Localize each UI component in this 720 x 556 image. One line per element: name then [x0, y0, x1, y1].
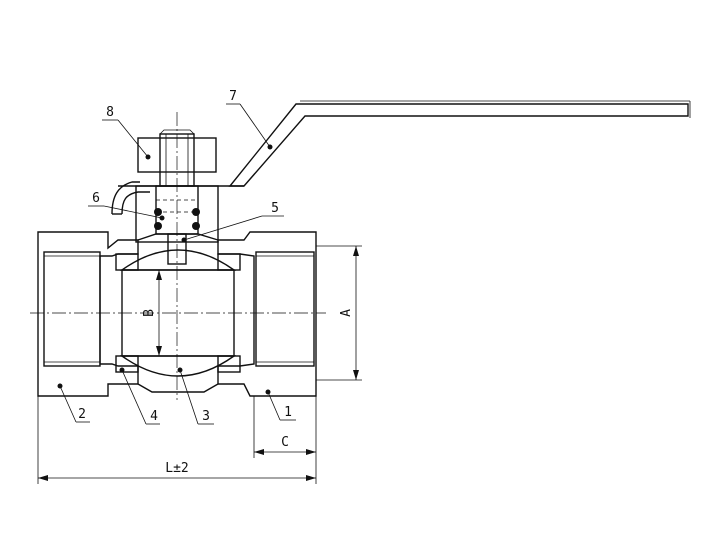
ball: [116, 249, 240, 377]
callout-2: 2: [57, 383, 90, 423]
part-label-6: 6: [92, 191, 100, 206]
part-label-8: 8: [106, 105, 114, 120]
callout-5: 5: [181, 201, 284, 243]
o-ring-right-lower: [192, 222, 200, 230]
o-ring-left-upper: [154, 208, 162, 216]
dimension-B: B: [142, 270, 162, 356]
o-ring-left-lower: [154, 222, 162, 230]
callout-4: 4: [119, 367, 160, 425]
callout-7: 7: [226, 89, 273, 150]
center-lines: [30, 112, 326, 400]
dimension-A: A: [316, 245, 362, 381]
dimension-B-label: B: [142, 309, 157, 317]
dimension-L: L±2: [37, 396, 316, 484]
callout-6: 6: [88, 191, 165, 221]
valve-body: [37, 231, 317, 397]
part-label-7: 7: [229, 89, 237, 104]
part-label-1: 1: [284, 405, 292, 420]
callout-8: 8: [102, 105, 151, 160]
dimension-C-label: C: [281, 435, 289, 450]
callout-3: 3: [177, 367, 214, 425]
callout-1: 1: [265, 389, 296, 421]
dimension-C: C: [253, 396, 317, 484]
part-label-3: 3: [202, 409, 210, 424]
dimension-A-label: A: [339, 309, 354, 317]
o-ring-right-upper: [192, 208, 200, 216]
part-label-4: 4: [150, 409, 158, 424]
seats: [115, 253, 241, 373]
dimension-L-label: L±2: [165, 461, 188, 476]
part-label-2: 2: [78, 407, 86, 422]
part-label-5: 5: [271, 201, 279, 216]
